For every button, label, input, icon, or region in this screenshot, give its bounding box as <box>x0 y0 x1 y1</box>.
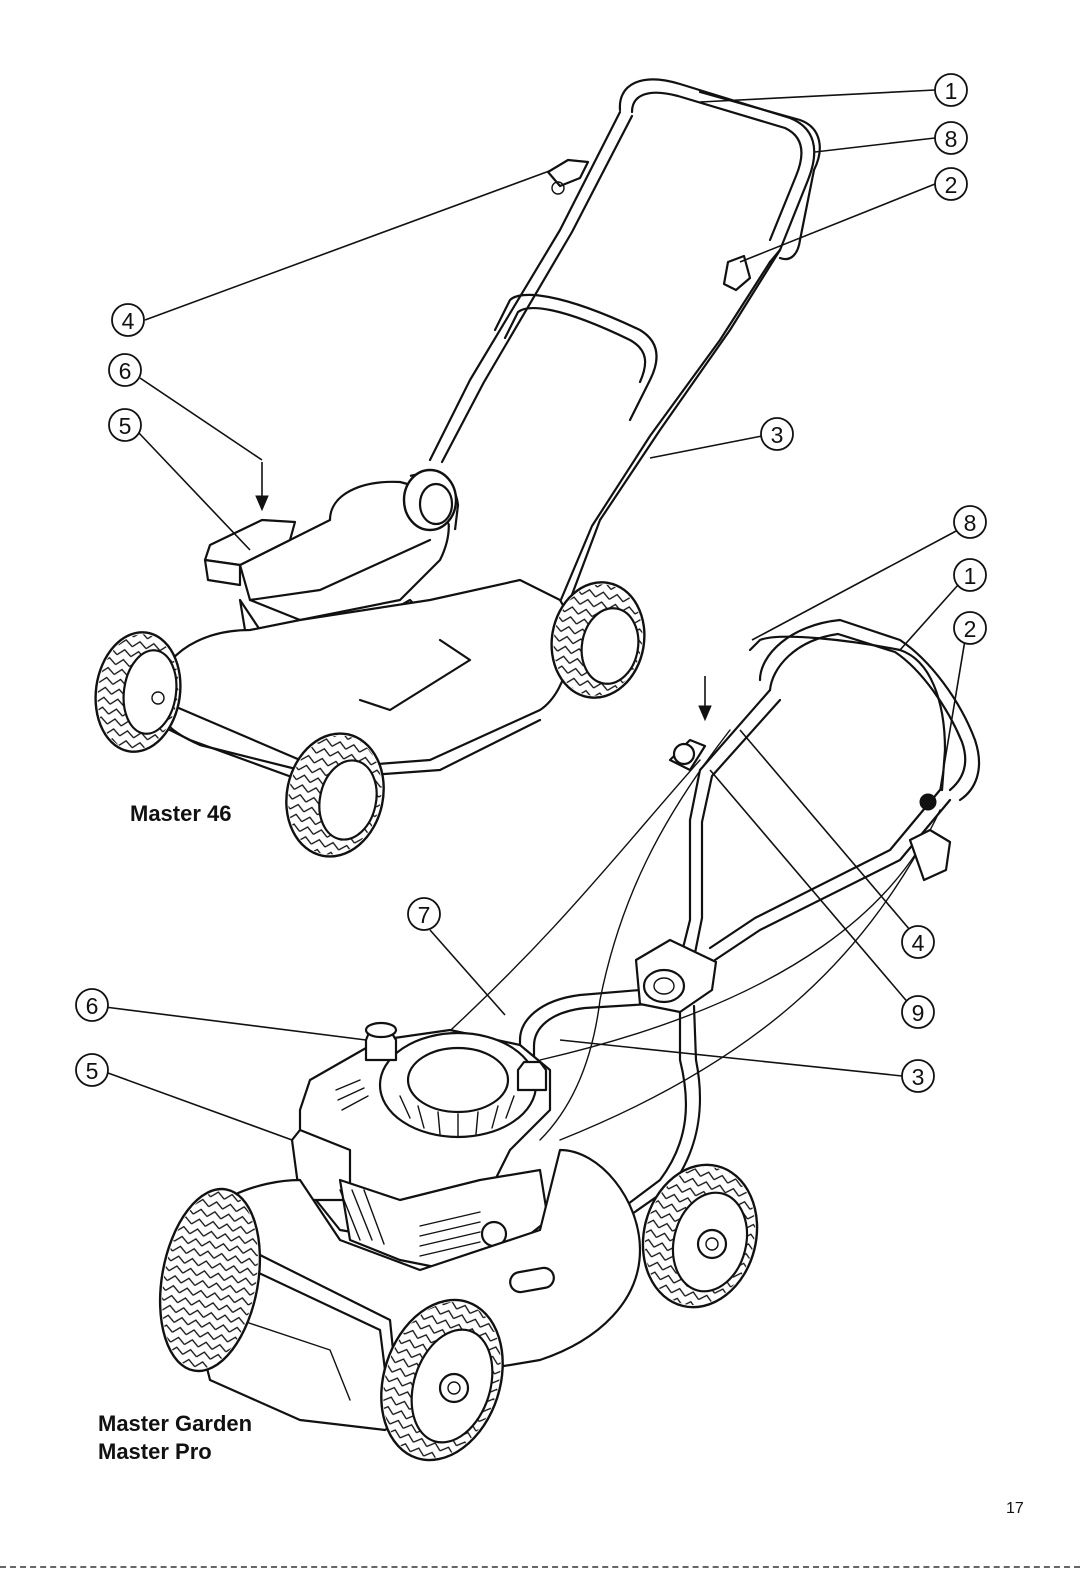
callout-bottom-5: 5 <box>75 1053 109 1087</box>
svg-text:4: 4 <box>912 930 925 956</box>
svg-text:1: 1 <box>945 78 958 104</box>
svg-text:6: 6 <box>119 358 132 384</box>
callout-bottom-3: 3 <box>901 1059 935 1093</box>
bottom-wheel-front-left <box>380 1298 504 1462</box>
svg-text:2: 2 <box>945 172 958 198</box>
callout-bottom-1: 1 <box>953 558 987 592</box>
callout-top-5: 5 <box>108 408 142 442</box>
svg-text:1: 1 <box>964 563 977 589</box>
svg-text:2: 2 <box>964 616 977 642</box>
top-wheel-rear-right <box>402 468 458 532</box>
svg-text:7: 7 <box>418 902 431 928</box>
bottom-leader-lines <box>104 529 966 1141</box>
top-wheel-rear-left <box>94 631 182 753</box>
svg-text:3: 3 <box>771 422 784 448</box>
callout-bottom-7: 7 <box>407 897 441 931</box>
callout-top-1: 1 <box>934 73 968 107</box>
page-number: 17 <box>1006 1500 1024 1517</box>
top-control-bail <box>698 90 821 261</box>
bottom-wheel-rear-left <box>158 1187 262 1373</box>
svg-text:8: 8 <box>945 126 958 152</box>
callout-bottom-2: 2 <box>953 611 987 645</box>
model-label-master-pro: Master Pro <box>98 1439 212 1464</box>
svg-text:5: 5 <box>119 413 132 439</box>
callout-bottom-8: 8 <box>953 505 987 539</box>
callout-top-3: 3 <box>760 417 794 451</box>
model-label-master-46: Master 46 <box>130 801 232 826</box>
callout-top-4: 4 <box>111 303 145 337</box>
svg-text:3: 3 <box>912 1064 925 1090</box>
page-bottom-rule <box>0 1566 1080 1568</box>
svg-text:4: 4 <box>122 308 135 334</box>
svg-text:8: 8 <box>964 510 977 536</box>
svg-text:5: 5 <box>86 1058 99 1084</box>
mower-master-garden-pro <box>158 618 980 1462</box>
top-wheel-front-left <box>285 732 385 858</box>
svg-text:6: 6 <box>86 993 99 1019</box>
callout-top-2: 2 <box>934 167 968 201</box>
bottom-wheel-front-right <box>641 1163 759 1309</box>
model-label-master-garden: Master Garden <box>98 1411 253 1436</box>
mower-master-46 <box>94 78 821 858</box>
bottom-handle-bar <box>758 618 980 802</box>
top-callouts: 1 8 2 4 6 5 3 <box>108 73 968 451</box>
bottom-control-bail <box>748 635 947 792</box>
bottom-callouts: 8 1 2 7 4 6 9 5 3 <box>75 505 987 1093</box>
callout-top-8: 8 <box>934 121 968 155</box>
top-leader-lines <box>137 89 936 551</box>
svg-text:9: 9 <box>912 1000 925 1026</box>
callout-bottom-4: 4 <box>901 925 935 959</box>
callout-top-6: 6 <box>108 353 142 387</box>
top-wheel-front-right <box>550 581 646 699</box>
callout-bottom-9: 9 <box>901 995 935 1029</box>
callout-bottom-6: 6 <box>75 988 109 1022</box>
